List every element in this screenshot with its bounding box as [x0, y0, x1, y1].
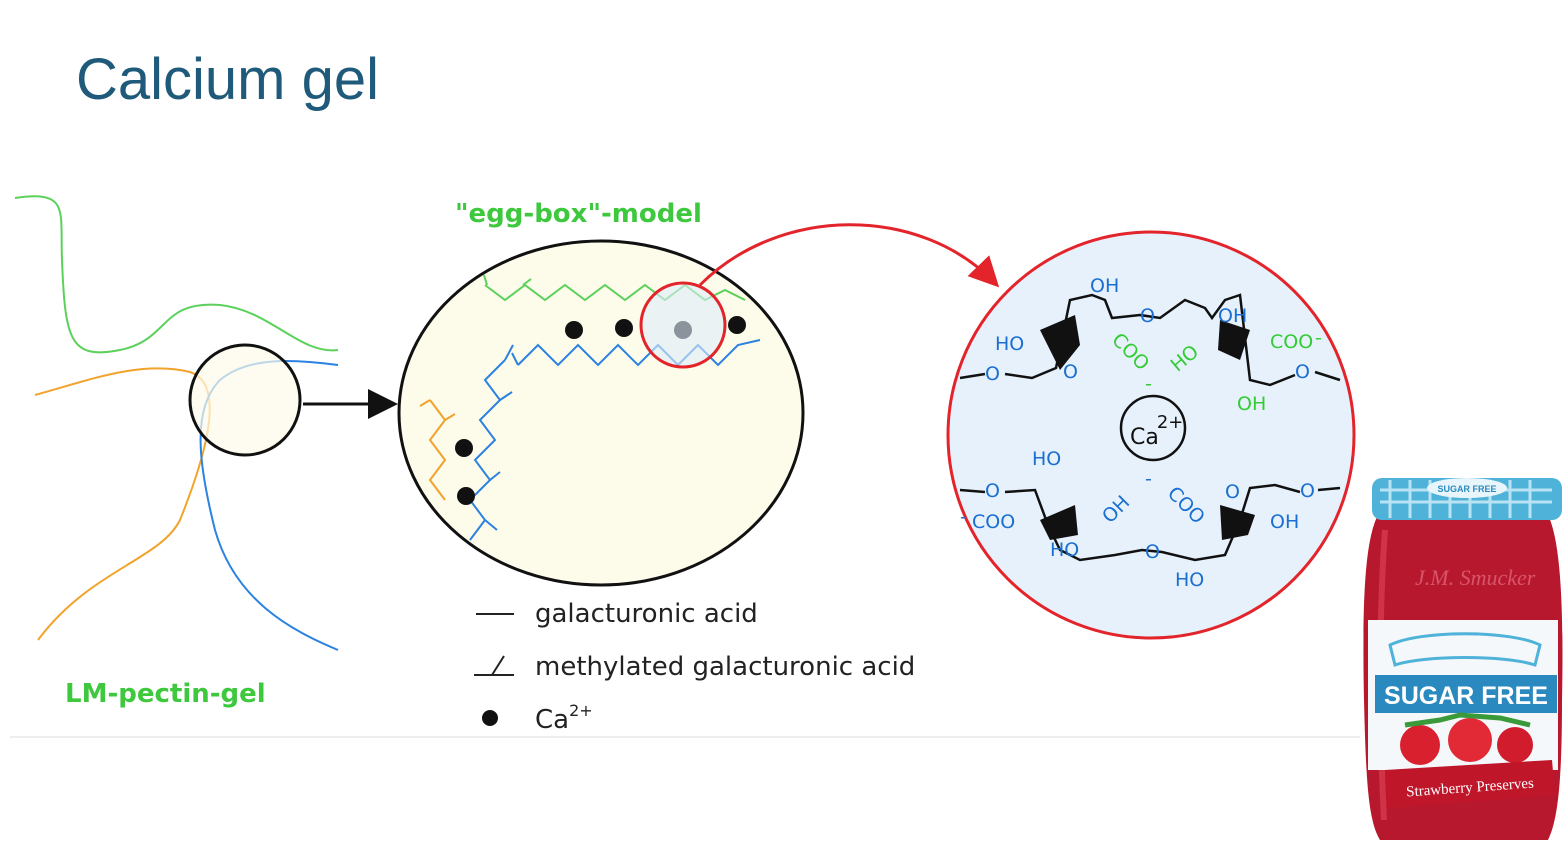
- chem-label-coo-green: COO: [1270, 331, 1313, 353]
- zoom-circle-red: [639, 281, 727, 369]
- orange-chain: [34, 367, 211, 641]
- ca-ion-dot: [728, 316, 746, 334]
- lm-pectin-chains: [14, 195, 339, 651]
- legend-galacturonic-acid: galacturonic acid: [535, 599, 758, 629]
- chem-label-ho: HO: [1032, 448, 1061, 470]
- chem-label-o: O: [985, 480, 1000, 502]
- egg-blue-chain: [517, 339, 761, 367]
- chem-label-o: O: [1300, 480, 1315, 502]
- legend-ca-symbol: [482, 710, 498, 726]
- chem-label-oh: OH: [1218, 305, 1247, 327]
- ca-ion-dot: [565, 321, 583, 339]
- chem-label-oh: OH: [1270, 511, 1299, 533]
- egg-orange-chain: [428, 399, 447, 501]
- chemistry-zoom: OH O OH HO O O O OH COO - COO - HO Ca2+ …: [946, 230, 1356, 640]
- chem-label-o: O: [1145, 541, 1160, 563]
- ca-ion-dot: [455, 439, 473, 457]
- jar-sugar-free-text: SUGAR FREE: [1384, 682, 1548, 710]
- lm-pectin-gel-label: LM-pectin-gel: [65, 679, 266, 709]
- jam-jar-image: SUGAR FREE J.M. Smucker SUGAR FREE Straw…: [1363, 478, 1563, 840]
- chem-label-o: O: [1063, 361, 1078, 383]
- ca-ion-label: Ca2+: [1130, 412, 1183, 450]
- egg-box-label: "egg-box"-model: [455, 199, 702, 229]
- egg-box-view: [397, 239, 805, 587]
- chem-label-o: O: [1140, 305, 1155, 327]
- jar-lid-text: SUGAR FREE: [1437, 484, 1496, 494]
- chem-label-o: O: [1225, 481, 1240, 503]
- legend: galacturonic acid methylated galacturoni…: [474, 599, 915, 735]
- page-title: Calcium gel: [76, 47, 379, 112]
- chem-label-minus: -: [1145, 468, 1152, 490]
- chem-label-o: O: [985, 363, 1000, 385]
- ca-ion-dot: [457, 487, 475, 505]
- legend-methylated-galacturonic-acid: methylated galacturonic acid: [535, 652, 915, 682]
- legend-calcium: Ca2+: [535, 701, 593, 735]
- zoom-circle-small: [188, 343, 302, 457]
- chem-label-minus: -: [960, 506, 967, 528]
- chem-label-oh-green: OH: [1237, 393, 1266, 415]
- chem-label-coo: COO: [972, 511, 1015, 533]
- green-chain: [14, 195, 339, 354]
- jar-brand: J.M. Smucker: [1415, 565, 1536, 590]
- chem-label-ho: HO: [995, 333, 1024, 355]
- egg-box-ellipse: [397, 239, 805, 587]
- strawberry-image: [1400, 725, 1440, 765]
- chem-label-o: O: [1295, 361, 1310, 383]
- chem-label-ho: HO: [1175, 569, 1204, 591]
- chem-label-minus-green: -: [1145, 373, 1152, 395]
- chem-label-oh: OH: [1090, 275, 1119, 297]
- legend-methyl-symbol: [474, 655, 514, 676]
- strawberry-image: [1448, 718, 1492, 762]
- ca-ion-circle: [1119, 394, 1187, 462]
- ca-ion-dot: [615, 319, 633, 337]
- zoom-arrow-red: [698, 223, 1000, 288]
- strawberry-image: [1497, 727, 1533, 763]
- chem-label-ho: HO: [1050, 539, 1079, 561]
- chem-label-minus-green: -: [1315, 327, 1322, 349]
